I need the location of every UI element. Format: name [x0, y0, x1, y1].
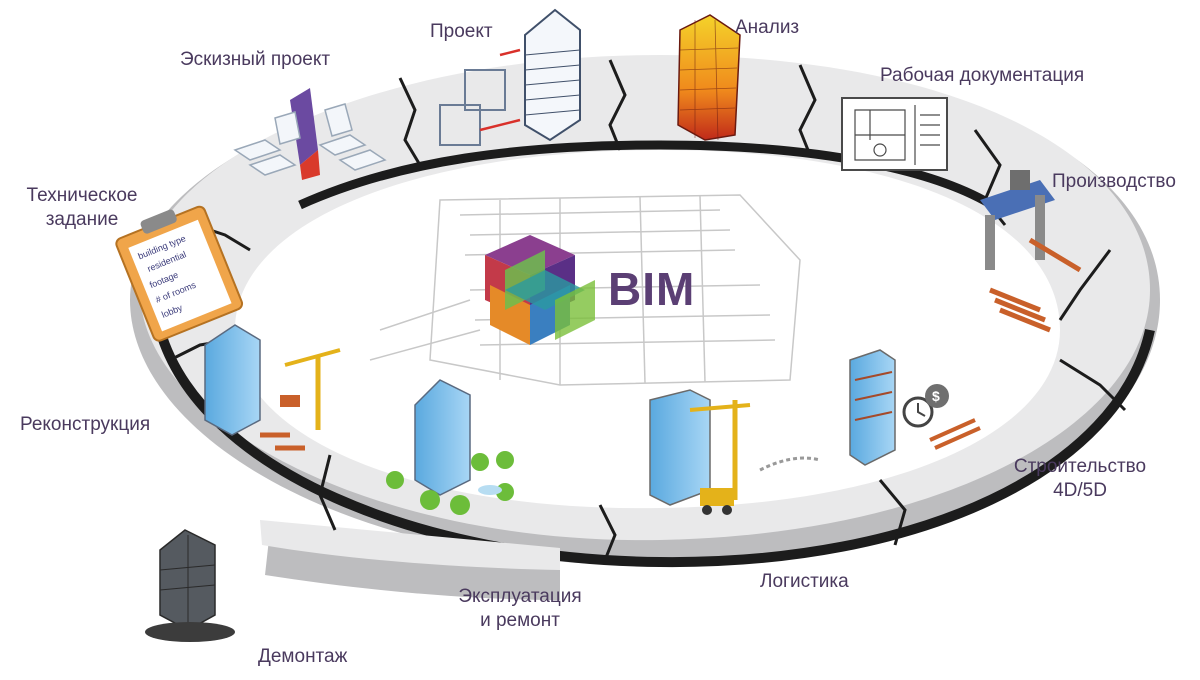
clipboard-icon: building type residential footage # of r…	[115, 205, 244, 342]
ring-tail-top	[260, 520, 560, 570]
crane-truck-icon	[649, 389, 821, 515]
ring-inner	[235, 150, 1060, 509]
stage-label-reconstruction: Реконструкция	[20, 414, 151, 435]
stage-label-operation: Эксплуатация и ремонт	[458, 586, 582, 631]
stage-label-docs: Рабочая документация	[880, 65, 1085, 86]
stage-label-sketch: Эскизный проект	[180, 49, 331, 70]
factory-icon	[980, 170, 1082, 333]
project-building-icon	[439, 8, 581, 146]
floor-plan-icon	[841, 97, 948, 171]
stage-label-production: Производство	[1052, 171, 1176, 192]
stage-label-demolition: Демонтаж	[258, 646, 348, 667]
stage-label-logistics: Логистика	[760, 571, 849, 592]
building-trees-icon	[386, 379, 514, 515]
stage-label-spec: Техническое задание	[26, 185, 138, 230]
construction-timer-icon: $	[849, 349, 981, 466]
stage-label-construction: Строительство 4D/5D	[1013, 456, 1147, 501]
ring-edge-back	[298, 140, 1003, 214]
stage-label-analysis: Анализ	[735, 17, 800, 38]
bim-cube-logo-icon	[485, 235, 595, 345]
svg-text:$: $	[932, 388, 940, 404]
reconstruction-crane-icon	[204, 324, 341, 451]
sketch-buildings-icon	[233, 88, 387, 180]
demolition-icon	[145, 529, 235, 642]
ring-edge	[155, 328, 1155, 568]
analysis-heatmap-icon	[677, 14, 741, 141]
bim-title: BIM	[608, 263, 696, 315]
stage-label-project: Проект	[430, 21, 493, 42]
